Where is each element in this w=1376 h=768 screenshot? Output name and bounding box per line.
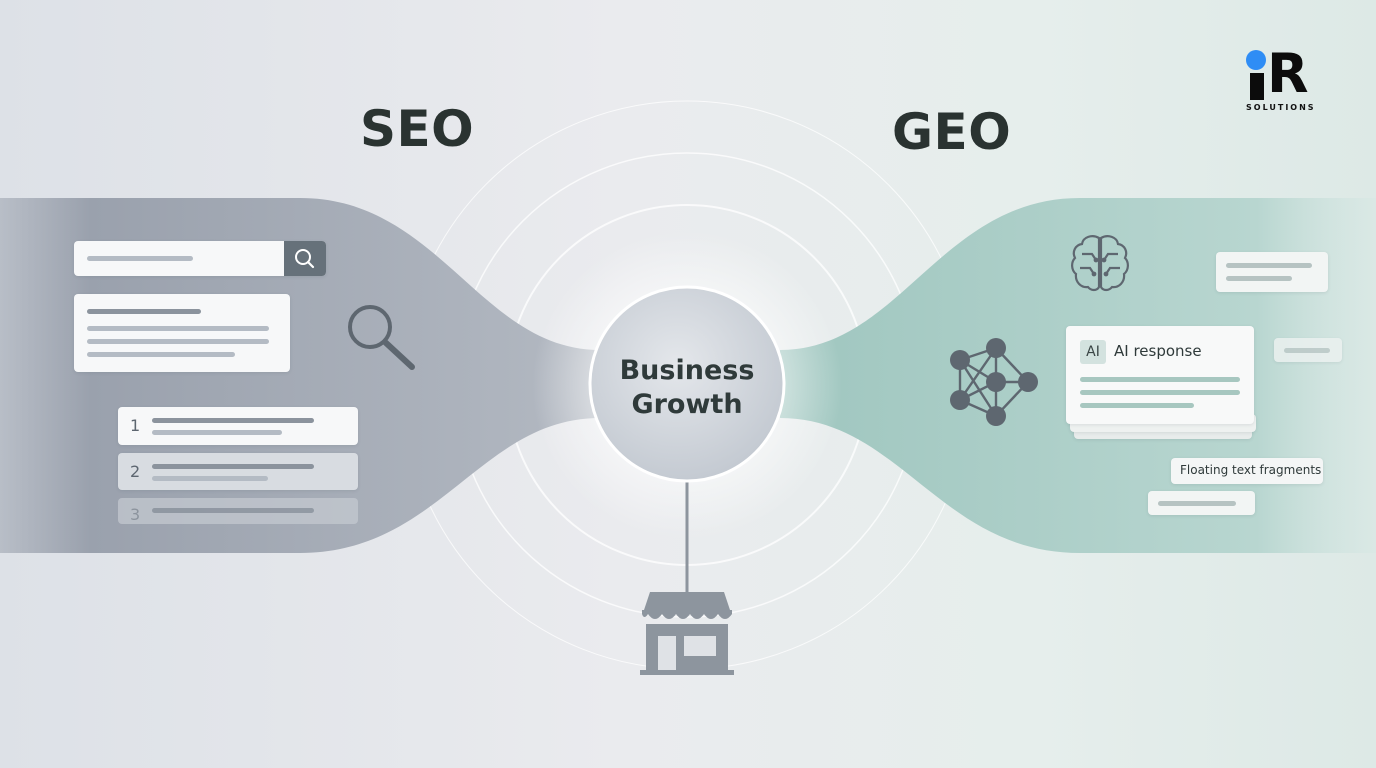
neural-network-icon xyxy=(950,338,1038,426)
result-line xyxy=(87,339,269,344)
business-growth-node xyxy=(588,285,786,483)
seo-title: SEO xyxy=(360,100,475,158)
logo-stem xyxy=(1250,73,1264,100)
result-title-line xyxy=(87,309,201,314)
floating-fragment xyxy=(1216,252,1328,292)
brain-icon xyxy=(1071,235,1129,292)
storefront-icon xyxy=(640,592,734,675)
ai-response-title: AI response xyxy=(1114,342,1202,360)
fragment-line xyxy=(1226,263,1312,268)
rank-line xyxy=(152,418,314,423)
result-line xyxy=(87,326,269,331)
business-growth-label: Business Growth xyxy=(587,354,787,422)
result-line xyxy=(87,352,235,357)
rank-line xyxy=(152,464,314,469)
center-line-1: Business xyxy=(619,355,755,386)
search-icon xyxy=(295,249,315,269)
search-bar[interactable] xyxy=(74,241,326,276)
rank-line xyxy=(152,476,268,481)
logo-subtitle: SOLUTIONS xyxy=(1246,103,1316,112)
rank-line xyxy=(152,430,282,435)
fragment-label-text: Floating text fragments xyxy=(1180,463,1322,477)
floating-fragment xyxy=(1148,491,1255,515)
ranked-result-3: 3 xyxy=(118,498,358,524)
search-placeholder-line xyxy=(87,256,193,261)
fragment-line xyxy=(1226,276,1292,281)
logo-dot xyxy=(1246,50,1266,70)
ranked-result-1: 1 xyxy=(118,407,358,445)
ai-badge: AI xyxy=(1080,340,1106,364)
ranked-result-2: 2 xyxy=(118,453,358,490)
ai-line xyxy=(1080,390,1240,395)
rank-number: 2 xyxy=(130,462,141,481)
fragment-line xyxy=(1284,348,1330,353)
floating-fragment xyxy=(1274,338,1342,362)
center-line-2: Growth xyxy=(631,389,743,420)
rank-number: 3 xyxy=(130,505,141,524)
rank-line xyxy=(152,508,314,513)
floating-text-fragments-label: Floating text fragments xyxy=(1171,458,1323,484)
rank-number: 1 xyxy=(130,416,141,435)
magnifier-icon xyxy=(348,305,415,370)
logo-mark: R xyxy=(1267,42,1309,105)
search-button[interactable] xyxy=(284,241,326,276)
fragment-line xyxy=(1158,501,1236,506)
ai-response-card: AI AI response xyxy=(1066,326,1254,424)
ai-line xyxy=(1080,403,1194,408)
geo-title: GEO xyxy=(892,103,1012,161)
search-result-card xyxy=(74,294,290,372)
ai-line xyxy=(1080,377,1240,382)
